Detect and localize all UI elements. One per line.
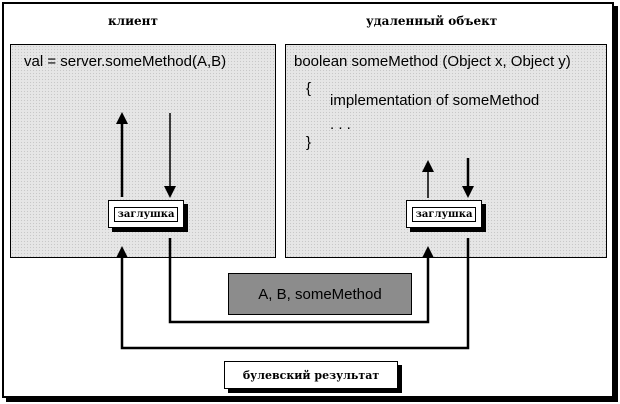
client-stub-label: заглушка [113,206,179,222]
ellipsis: . . . [330,116,351,133]
remote-stub-label: заглушка [411,206,477,222]
result-box: булевский результат [224,361,398,389]
parameters-path [168,238,430,324]
method-signature: boolean someMethod (Object x, Object y) [294,53,571,70]
close-brace: } [306,134,312,151]
parameters-box: A, B, someMethod [228,273,412,315]
client-heading: клиент [108,14,158,28]
method-body-line: implementation of someMethod [330,92,540,109]
client-stub: заглушка [108,200,184,228]
open-brace: { [306,80,312,97]
client-call-line: val = server.someMethod(A,B) [24,53,227,70]
remote-object-panel [285,44,607,258]
result-path [120,238,470,350]
remote-object-heading: удаленный объект [366,14,498,28]
remote-stub: заглушка [406,200,482,228]
